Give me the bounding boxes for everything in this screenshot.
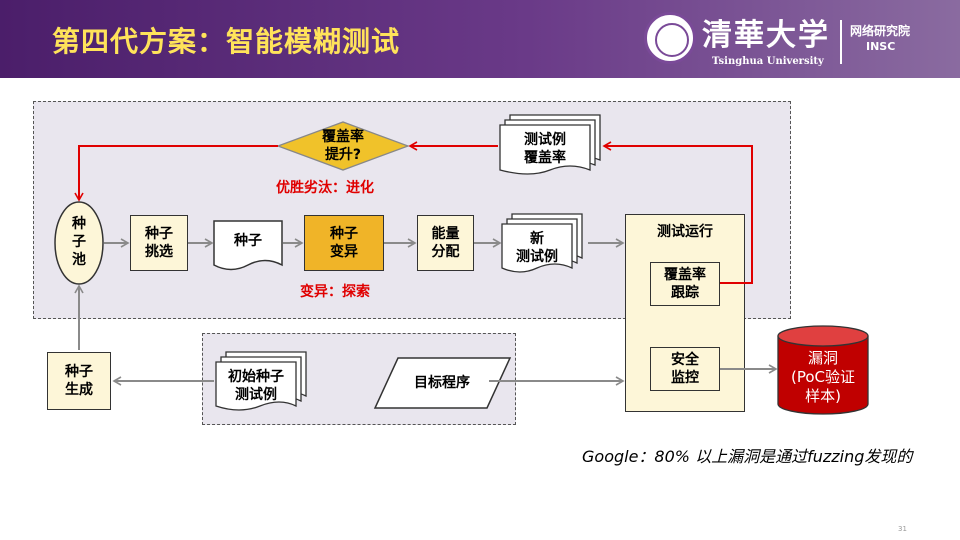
- target-program-label: 目标程序: [414, 375, 470, 391]
- new-testcase-stack-shape: [501, 213, 583, 273]
- logo-divider: [840, 20, 842, 64]
- university-logo: 清華大学 Tsinghua University 网络研究院 INSC: [644, 6, 944, 72]
- google-note: Google：80% 以上漏洞是通过fuzzing发现的: [582, 447, 913, 466]
- university-name-en: Tsinghua University: [712, 56, 824, 67]
- seed-select-box: 种子 挑选: [130, 215, 188, 271]
- vulnerability-cylinder-shape: [777, 325, 869, 415]
- new-testcase-label: 新 测试例: [516, 231, 558, 265]
- page-title: 第四代方案：智能模糊测试: [52, 25, 401, 58]
- institute-name-en: INSC: [866, 40, 896, 53]
- arrow-track-to-coverage: [602, 141, 753, 284]
- safety-monitor-box: 安全 监控: [650, 347, 720, 391]
- seed-pool-shape: [54, 201, 104, 285]
- seed-generation-box: 种子 生成: [47, 352, 111, 410]
- test-run-label: 测试运行: [657, 224, 713, 240]
- evolve-label: 优胜劣汰：进化: [276, 180, 374, 196]
- coverage-decision-shape: [276, 121, 410, 171]
- header-banner: 第四代方案：智能模糊测试 清華大学 Tsinghua University 网络…: [0, 0, 960, 78]
- initial-seed-label: 初始种子 测试例: [228, 369, 284, 403]
- coverage-decision-label: 覆盖率 提升?: [322, 129, 364, 163]
- energy-allocation-box: 能量 分配: [417, 215, 474, 271]
- university-name-cn: 清華大学: [702, 18, 830, 53]
- university-seal-icon: [644, 12, 696, 64]
- page-number: 31: [898, 525, 907, 533]
- target-program-shape: [373, 357, 512, 409]
- seed-pool-label: 种 子 池: [72, 216, 86, 268]
- institute-name-cn: 网络研究院: [850, 24, 911, 38]
- arrow-decision-to-pool: [74, 145, 278, 202]
- seed-mutation-box: 种子 变异: [304, 215, 384, 271]
- seed-label: 种子: [234, 233, 262, 249]
- initial-seed-stack-shape: [215, 351, 307, 411]
- seed-document-shape: [213, 220, 283, 271]
- mutate-label: 变异：探索: [300, 284, 370, 300]
- testcase-coverage-label: 测试例 覆盖率: [524, 132, 566, 166]
- coverage-tracking-box: 覆盖率 跟踪: [650, 262, 720, 306]
- vulnerability-label: 漏洞 (PoC验证 样本): [790, 349, 855, 405]
- testcase-coverage-stack-shape: [499, 114, 601, 175]
